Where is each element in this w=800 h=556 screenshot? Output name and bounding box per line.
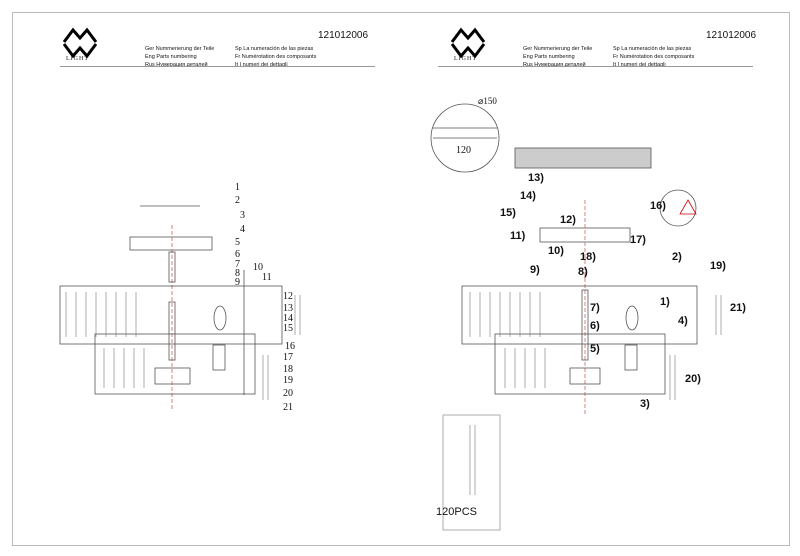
part-number: 5	[235, 237, 240, 248]
part-number: 7	[235, 259, 240, 270]
right-assembly-view	[430, 103, 722, 531]
lang-ger: Ger Nummerierung der Teile	[145, 46, 215, 52]
step-label: 9)	[530, 264, 540, 276]
page-frame	[12, 12, 790, 546]
step-label: 18)	[580, 251, 596, 263]
part-number: 14	[283, 313, 293, 324]
step-label: 8)	[578, 266, 588, 278]
step-label: 6)	[590, 320, 600, 332]
header-divider	[60, 66, 375, 67]
part-number: 6	[235, 249, 240, 260]
step-label: 16)	[650, 200, 666, 212]
part-number: 20	[283, 388, 293, 399]
brand-text: LIGHT	[454, 56, 477, 62]
step-label: 4)	[678, 315, 688, 327]
part-number: 9	[235, 277, 240, 288]
left-exploded-view	[59, 205, 301, 410]
lang-sp: Sp La numeración de las piezas	[235, 46, 314, 52]
part-number: 10	[253, 262, 263, 273]
part-number: 17	[283, 352, 293, 363]
step-label: 11)	[510, 230, 526, 242]
part-number: 2	[235, 195, 240, 206]
lang-it: It I numeri dei dettagli	[235, 62, 288, 68]
lang-list-1: Ger Nummerierung der Teile Eng Parts num…	[145, 45, 214, 69]
step-label: 7)	[590, 302, 600, 314]
left-page: LIGHT 121012006 Ger Nummerierung der Tei…	[60, 27, 375, 69]
part-number: 21	[283, 402, 293, 413]
step-label: 21)	[730, 302, 746, 314]
lang-rus: Rus Нумерация деталей	[523, 62, 586, 68]
step-label: 19)	[710, 260, 726, 272]
step-label: 5)	[590, 343, 600, 355]
step-label: 13)	[528, 172, 544, 184]
step-label: 1)	[660, 296, 670, 308]
step-label: 20)	[685, 373, 701, 385]
part-number: 13	[283, 303, 293, 314]
step-label: 15)	[500, 207, 516, 219]
lang-sp: Sp La numeración de las piezas	[613, 46, 692, 52]
dimension-width: 120	[456, 145, 471, 156]
lang-list-1: Ger Nummerierung der Teile Eng Parts num…	[523, 45, 592, 69]
brand-text: LIGHT	[66, 56, 89, 62]
product-code: 121012006	[318, 30, 369, 41]
brand-logo	[62, 27, 98, 59]
right-page: LIGHT 121012006 Ger Nummerierung der Tei…	[388, 0, 788, 556]
part-number: 3	[240, 210, 245, 221]
step-label: 10)	[548, 245, 564, 257]
header-divider	[438, 66, 753, 67]
lang-list-2: Sp La numeración de las piezas Fr Numéro…	[235, 45, 316, 69]
lang-rus: Rus Нумерация деталей	[145, 62, 208, 68]
lang-eng: Eng Parts numbering	[523, 54, 575, 60]
product-code: 121012006	[706, 30, 757, 41]
lang-ger: Ger Nummerierung der Teile	[523, 46, 593, 52]
lang-list-2: Sp La numeración de las piezas Fr Numéro…	[613, 45, 694, 69]
brand-logo	[450, 27, 486, 59]
step-label: 12)	[560, 214, 576, 226]
part-number: 16	[285, 341, 295, 352]
part-number: 12	[283, 291, 293, 302]
lang-it: It I numeri dei dettagli	[613, 62, 666, 68]
step-label: 14)	[520, 190, 536, 202]
part-number: 4	[240, 224, 245, 235]
part-number: 1	[235, 182, 240, 193]
step-label: 2)	[672, 251, 682, 263]
pcs-label: 120PCS	[436, 506, 477, 518]
part-number: 18	[283, 364, 293, 375]
dimension-diameter: ⌀150	[478, 96, 497, 106]
part-number: 19	[283, 375, 293, 386]
step-label: 3)	[640, 398, 650, 410]
lang-fr: Fr Numérotation des composants	[235, 54, 317, 60]
lang-eng: Eng Parts numbering	[145, 54, 197, 60]
part-number: 8	[235, 268, 240, 279]
lang-fr: Fr Numérotation des composants	[613, 54, 695, 60]
step-label: 17)	[630, 234, 646, 246]
part-number: 15	[283, 323, 293, 334]
part-number: 11	[262, 272, 272, 283]
